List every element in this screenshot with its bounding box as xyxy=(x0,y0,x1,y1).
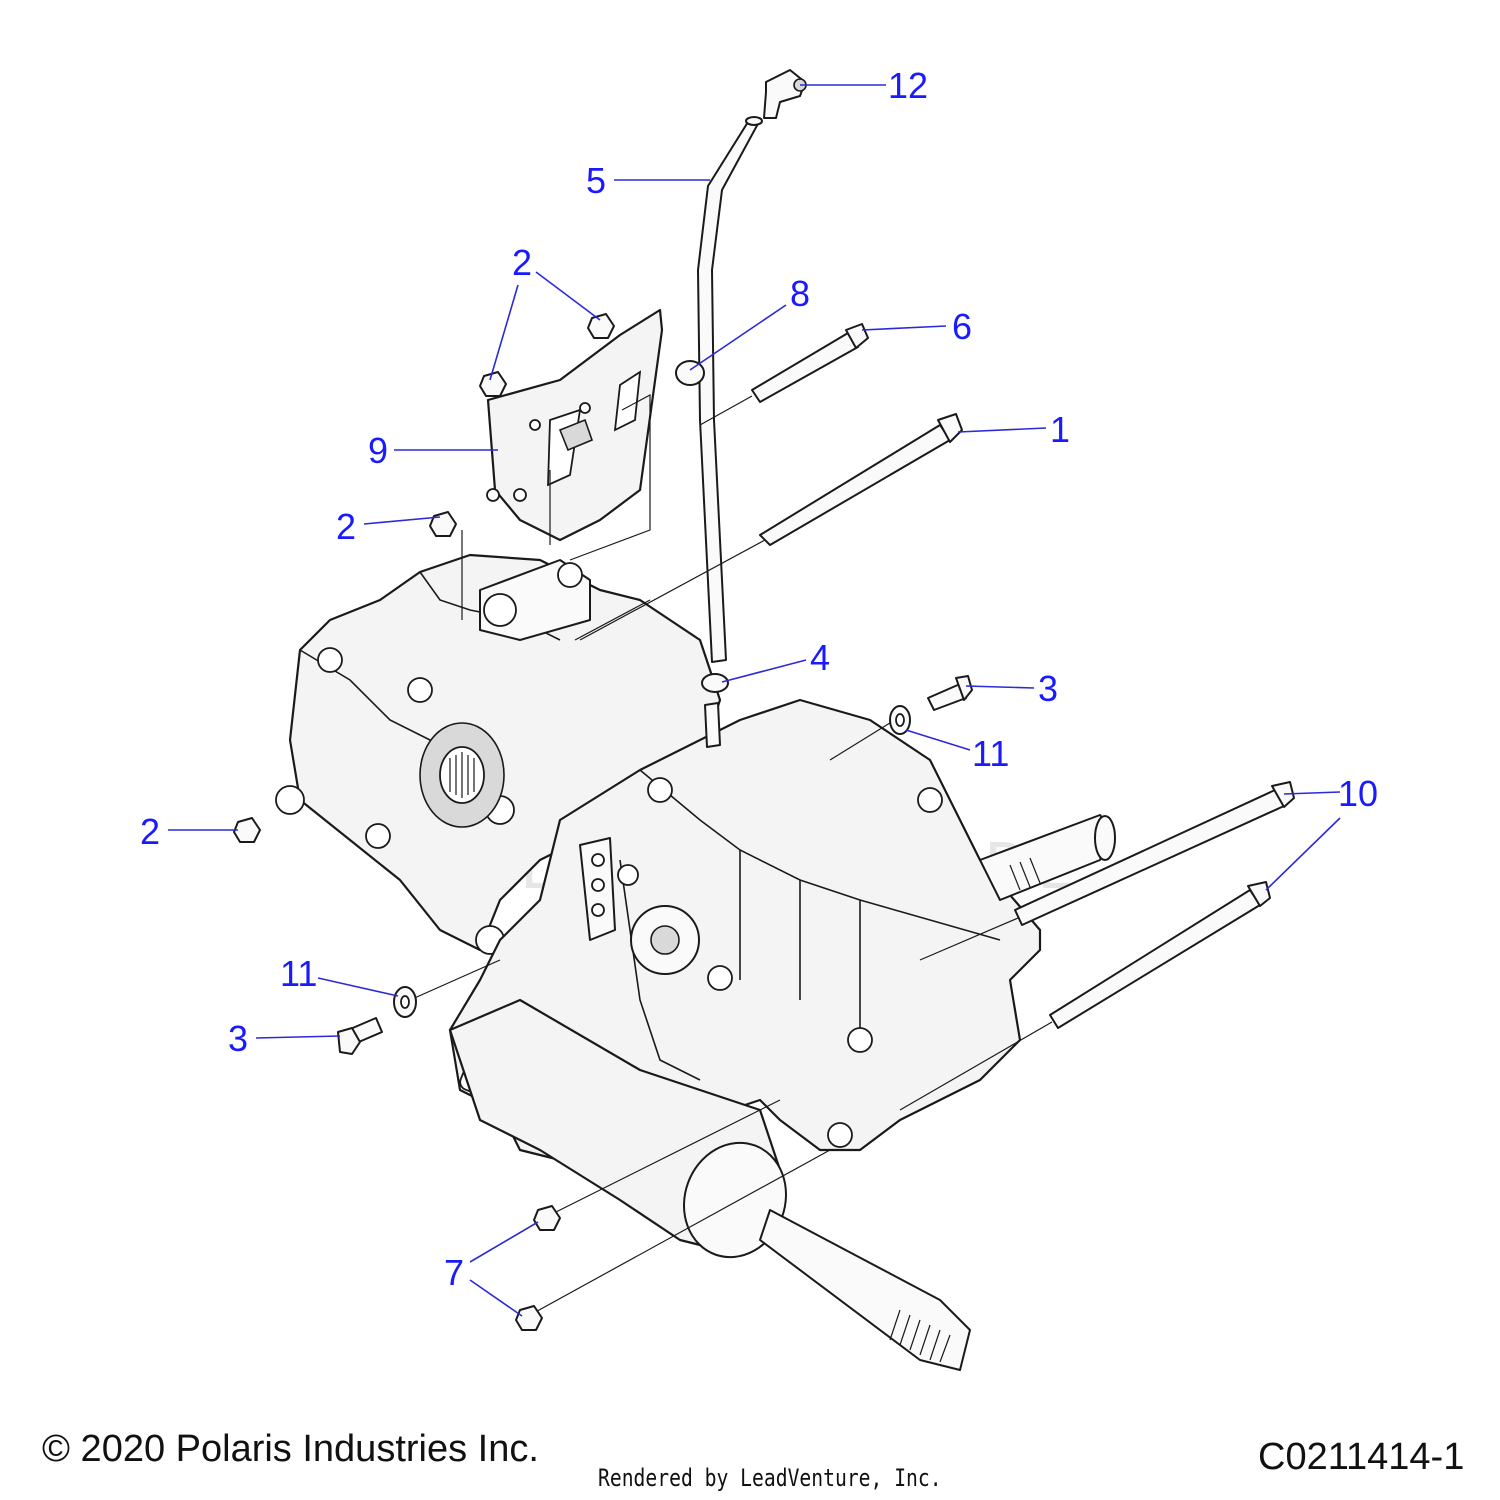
rendered-by-text: Rendered by LeadVenture, Inc. xyxy=(598,1464,942,1492)
leader-line-11b xyxy=(317,977,399,997)
nut-part-2-top xyxy=(587,313,615,339)
assembly-line xyxy=(569,393,651,561)
leader-line-3b xyxy=(255,1035,341,1039)
assembly-line xyxy=(919,917,1019,961)
assembly-line xyxy=(549,1099,781,1216)
leader-line-7 xyxy=(469,1279,523,1317)
nut-part-7-lower xyxy=(515,1305,543,1331)
bolt-part-6 xyxy=(751,323,869,403)
bolt-part-10-lower xyxy=(1049,881,1271,1029)
callout-1: 1 xyxy=(1050,409,1070,450)
leader-line-6 xyxy=(861,325,947,331)
leader-line-4 xyxy=(721,659,807,683)
leader-line-10 xyxy=(1283,791,1341,795)
assembly-line xyxy=(829,717,899,761)
assembly-line xyxy=(574,599,651,641)
elbow-fitting-part-12 xyxy=(763,69,807,119)
assembly-line xyxy=(409,959,501,1001)
callout-3: 3 xyxy=(1038,668,1058,709)
callout-9: 9 xyxy=(368,430,388,471)
nut-part-2-left xyxy=(233,817,261,843)
callout-12: 12 xyxy=(888,65,928,106)
clamp-part-4 xyxy=(701,673,729,693)
leader-line-1 xyxy=(957,427,1047,433)
assembly-line xyxy=(699,395,753,426)
bolt-part-3-upper xyxy=(927,675,973,711)
output-housing xyxy=(448,998,971,1371)
callout-2: 2 xyxy=(140,811,160,852)
nut-part-2-upper-left xyxy=(479,371,507,397)
leader-line-2a xyxy=(489,284,519,381)
drawing-number: C0211414-1 xyxy=(1258,1436,1465,1478)
assembly-line xyxy=(529,1149,831,1316)
input-shaft xyxy=(979,814,1116,901)
clamp-part-8 xyxy=(675,360,705,386)
washer-part-11-upper xyxy=(889,705,911,735)
leader-line-2b xyxy=(363,516,441,525)
bolt-part-1 xyxy=(759,413,963,546)
assembly-line xyxy=(579,539,766,641)
leader-line-2a xyxy=(535,271,601,321)
callout-7: 7 xyxy=(444,1252,464,1293)
leader-line-10 xyxy=(1265,817,1341,891)
nut-part-7-upper xyxy=(533,1205,561,1231)
nut-part-2-middle xyxy=(429,511,457,537)
leader-line-3a xyxy=(965,685,1035,689)
callout-11: 11 xyxy=(972,733,1009,774)
transmission-case-left xyxy=(275,553,722,955)
callout-10: 10 xyxy=(1338,773,1378,814)
callout-3: 3 xyxy=(228,1018,248,1059)
callout-2: 2 xyxy=(336,506,356,547)
vent-hose-part-5 xyxy=(697,116,763,748)
copyright-text: © 2020 Polaris Industries Inc. xyxy=(42,1428,539,1470)
callout-5: 5 xyxy=(586,160,606,201)
leader-line-7 xyxy=(469,1221,539,1263)
assembly-line xyxy=(899,1021,1053,1111)
washer-part-11-lower xyxy=(393,986,417,1018)
callout-4: 4 xyxy=(810,637,830,678)
bolt-part-3-lower xyxy=(337,1017,383,1055)
leader-line-8 xyxy=(689,304,787,371)
callout-2: 2 xyxy=(512,242,532,283)
callout-11: 11 xyxy=(280,953,317,994)
leader-line-11a xyxy=(905,729,971,751)
bolt-part-10-upper xyxy=(1014,781,1295,926)
callout-8: 8 xyxy=(790,273,810,314)
bracket-part-9 xyxy=(486,308,664,542)
callout-6: 6 xyxy=(952,306,972,347)
